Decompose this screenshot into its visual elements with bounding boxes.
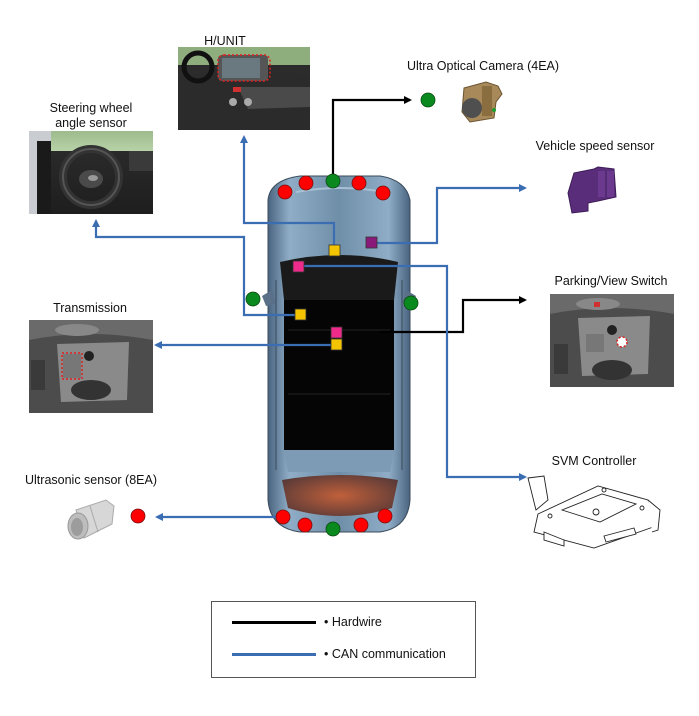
vehicle-speed-sensor-illustration <box>567 166 617 214</box>
camera-dot-right <box>403 295 419 311</box>
left-mirror <box>262 290 276 306</box>
steering-label-line1: Steering wheel <box>49 101 133 115</box>
vehicle-speed-module-square <box>365 236 378 249</box>
legend-hardwire-line <box>232 620 316 624</box>
svm-controller-photo <box>524 470 664 550</box>
can-svm-controller-line <box>298 264 527 481</box>
ultrasonic-sensor-label: Ultrasonic sensor (8EA) <box>25 473 157 487</box>
ultrasonic-sensor-dot <box>298 175 314 191</box>
can-h-unit-line <box>240 135 336 250</box>
legend-item-hardwire: • Hardwire <box>232 615 382 629</box>
parking-view-switch-photo <box>550 294 674 387</box>
steering-module-square <box>294 308 307 321</box>
steering-wheel-illustration <box>29 131 153 214</box>
parking-view-switch-illustration <box>550 294 674 387</box>
camera-dot-front <box>325 173 341 189</box>
camera-label: Ultra Optical Camera (4EA) <box>406 59 560 73</box>
legend-hardwire-label: • Hardwire <box>324 615 382 629</box>
h-unit-module-square <box>328 244 341 257</box>
ultrasonic-sensor-dot <box>353 517 369 533</box>
ultrasonic-sensor-illustration <box>67 499 115 540</box>
legend-can-line <box>232 652 316 656</box>
ultrasonic-sensor-dot <box>377 508 393 524</box>
camera-dot-rear <box>325 521 341 537</box>
transmission-photo <box>29 320 153 413</box>
transmission-module-square <box>330 338 343 351</box>
camera-dot-left <box>245 291 261 307</box>
svm-controller-illustration <box>527 475 661 549</box>
transmission-illustration <box>29 320 153 413</box>
ultrasonic-sensor-dot <box>297 517 313 533</box>
hardwire-camera-line <box>331 96 412 180</box>
steering-wheel-sensor-label: Steering wheel angle sensor <box>28 101 154 131</box>
h-unit-label: H/UNIT <box>204 34 246 48</box>
legend-item-can: • CAN communication <box>232 647 446 661</box>
h-unit-illustration <box>178 50 310 130</box>
legend: • Hardwire • CAN communication <box>211 601 476 678</box>
steering-wheel-photo <box>29 131 153 214</box>
camera-photo <box>456 80 506 124</box>
camera-illustration <box>461 81 503 123</box>
can-vehicle-speed-line <box>371 184 527 245</box>
ultrasonic-sensor-dot <box>375 185 391 201</box>
legend-can-label: • CAN communication <box>324 647 446 661</box>
vehicle-speed-sensor-photo <box>564 163 620 215</box>
camera-legend-dot <box>420 92 436 108</box>
ultrasonic-sensor-photo <box>62 496 118 544</box>
ultrasonic-sensor-dot <box>351 175 367 191</box>
parking-view-switch-label: Parking/View Switch <box>554 274 668 288</box>
vehicle-speed-sensor-label: Vehicle speed sensor <box>535 139 655 153</box>
ultrasonic-sensor-legend-dot <box>130 508 146 524</box>
steering-label-line2: angle sensor <box>55 116 127 130</box>
svm-controller-label: SVM Controller <box>551 454 637 468</box>
ultrasonic-sensor-dot <box>275 509 291 525</box>
transmission-label: Transmission <box>53 301 127 315</box>
svm-controller-module-square <box>292 260 305 273</box>
h-unit-photo <box>178 47 310 130</box>
parking-switch-module-square <box>330 326 343 339</box>
can-steering-line <box>92 219 300 317</box>
ultrasonic-sensor-dot <box>277 184 293 200</box>
hardwire-parking-switch-line <box>380 296 527 334</box>
